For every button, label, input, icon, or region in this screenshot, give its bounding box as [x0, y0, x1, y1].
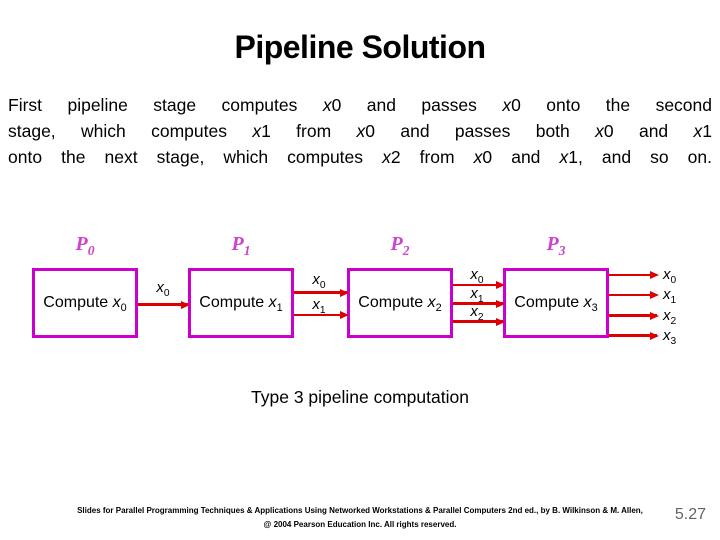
stage-box-p2: Compute x2	[347, 268, 453, 338]
arrowhead-icon	[650, 270, 659, 279]
slide-title: Pipeline Solution	[234, 29, 486, 66]
footer-line-1: Slides for Parallel Programming Techniqu…	[77, 506, 643, 515]
arrowhead-icon	[181, 300, 190, 309]
arrow-label-x0: x0	[312, 271, 326, 291]
processor-label-p1: P1	[231, 233, 251, 258]
body-line-2: stage, which computes x1 from x0 and pas…	[8, 121, 712, 141]
arrow-output-x1	[609, 290, 659, 299]
processor-label-p0: P0	[75, 233, 95, 258]
arrowhead-icon	[650, 290, 659, 299]
arrow-output-x3	[609, 331, 659, 340]
stage-box-p3: Compute x3	[503, 268, 609, 338]
arrow-label-x0: x0	[156, 279, 170, 299]
arrowhead-icon	[496, 317, 505, 326]
processor-label-p2: P2	[390, 233, 410, 258]
arrow-p2-p3-x2	[453, 317, 505, 326]
arrow-output-x0	[609, 270, 659, 279]
arrowhead-icon	[340, 310, 349, 319]
processor-label-p3: P3	[546, 233, 566, 258]
arrow-p0-p1-x0	[138, 300, 190, 309]
page-number: 5.27	[674, 506, 706, 523]
figure-caption: Type 3 pipeline computation	[251, 387, 469, 407]
body-line-1: First pipeline stage computes x0 and pas…	[8, 95, 713, 115]
stage-box-label: Compute x3	[514, 294, 598, 315]
output-label-x1: x1	[663, 286, 677, 306]
slide-footer: Slides for Parallel Programming Techniqu…	[0, 504, 720, 532]
arrow-p2-p3-x0	[453, 280, 505, 289]
output-label-x3: x3	[663, 327, 677, 347]
arrowhead-icon	[496, 299, 505, 308]
footer-line-2: @ 2004 Pearson Education Inc. All rights…	[263, 520, 457, 529]
arrow-output-x2	[609, 311, 659, 320]
arrowhead-icon	[650, 331, 659, 340]
arrowhead-icon	[650, 311, 659, 320]
arrowhead-icon	[496, 280, 505, 289]
arrow-p1-p2-x1	[294, 310, 349, 319]
stage-box-p1: Compute x1	[188, 268, 294, 338]
arrowhead-icon	[340, 288, 349, 297]
stage-box-label: Compute x2	[358, 294, 442, 315]
body-paragraph: First pipeline stage computes x0 and pas…	[8, 92, 712, 170]
arrow-label-x0: x0	[470, 266, 484, 286]
arrow-p1-p2-x0	[294, 288, 349, 297]
stage-box-label: Compute x1	[199, 294, 283, 315]
arrow-label-x2: x2	[470, 303, 484, 323]
arrow-label-x1: x1	[312, 296, 326, 316]
arrow-label-x1: x1	[470, 285, 484, 305]
stage-box-label: Compute x0	[43, 294, 127, 315]
stage-box-p0: Compute x0	[32, 268, 138, 338]
arrow-p2-p3-x1	[453, 299, 505, 308]
output-label-x0: x0	[663, 266, 677, 286]
body-line-3: onto the next stage, which computes x2 f…	[8, 147, 712, 167]
output-label-x2: x2	[663, 307, 677, 327]
